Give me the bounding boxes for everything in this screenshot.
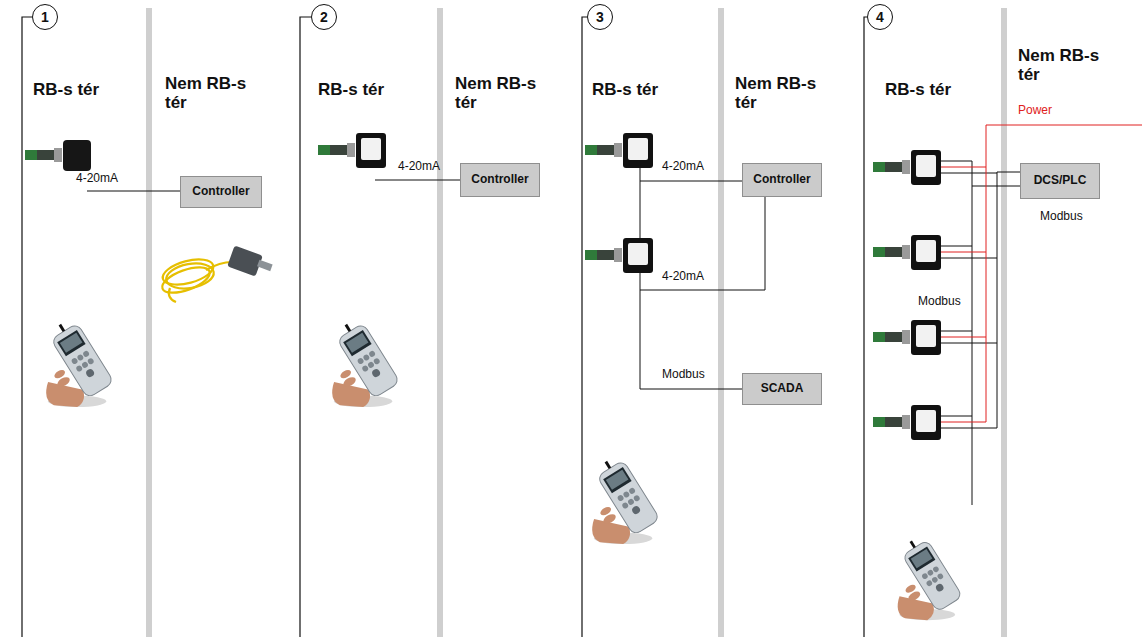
power-label: Power: [1018, 104, 1052, 118]
panel-number: 3: [587, 4, 613, 30]
zone-heading: RB-s tér: [318, 80, 384, 99]
box-label: SCADA: [761, 382, 804, 396]
zone-heading: Nem RB-s tér: [1018, 46, 1118, 84]
signal-label: Modbus: [662, 368, 705, 382]
wire: [640, 168, 765, 389]
zone-heading: RB-s tér: [885, 80, 951, 99]
sensor-icon: [25, 140, 91, 171]
panel-number: 1: [32, 4, 58, 30]
handheld-device: [898, 533, 963, 620]
zone-heading: RB-s tér: [592, 80, 658, 99]
sensor-icon: [873, 150, 941, 185]
box-label: Controller: [471, 173, 528, 187]
signal-label: 4-20mA: [662, 270, 704, 284]
box-label: DCS/PLC: [1034, 174, 1087, 188]
sensor-icon: [585, 133, 653, 168]
callout-number: 3: [596, 9, 604, 25]
zone-separator: [146, 8, 1007, 637]
handheld-device: [46, 316, 114, 407]
zone-heading: Nem RB-s tér: [455, 74, 555, 112]
sensor-icon: [873, 235, 941, 270]
box-label: Controller: [192, 185, 249, 199]
box-label: Controller: [753, 173, 810, 187]
signal-label: 4-20mA: [76, 172, 118, 186]
signal-label: 4-20mA: [662, 160, 704, 174]
zone-heading: Nem RB-s tér: [165, 74, 265, 112]
callout-number: 1: [41, 9, 49, 25]
signal-label: Modbus: [918, 295, 961, 309]
signal-label: 4-20mA: [398, 160, 440, 174]
controller-box: Controller: [460, 163, 540, 197]
controller-box: Controller: [742, 163, 822, 197]
panel-number: 4: [867, 4, 893, 30]
zone-heading: RB-s tér: [33, 80, 99, 99]
panel-number: 2: [311, 4, 337, 30]
controller-box: Controller: [180, 176, 262, 208]
modbus-wire: [941, 161, 1020, 505]
sensor-icon: [318, 133, 386, 168]
callout-number: 4: [876, 9, 884, 25]
scada-box: SCADA: [742, 373, 822, 405]
sensor-icon: [873, 320, 941, 355]
sensor-icon: [585, 238, 653, 273]
handheld-device: [332, 316, 400, 407]
handheld-device: [592, 453, 660, 544]
signal-label: Modbus: [1040, 210, 1083, 224]
cable-icon: [159, 246, 273, 302]
sensor-icon: [873, 405, 941, 440]
wire: [87, 191, 180, 192]
zone-heading: Nem RB-s tér: [735, 74, 835, 112]
power-wire: [941, 125, 1142, 422]
wire: [375, 180, 460, 181]
callout-number: 2: [320, 9, 328, 25]
dcs-box: DCS/PLC: [1020, 163, 1100, 199]
